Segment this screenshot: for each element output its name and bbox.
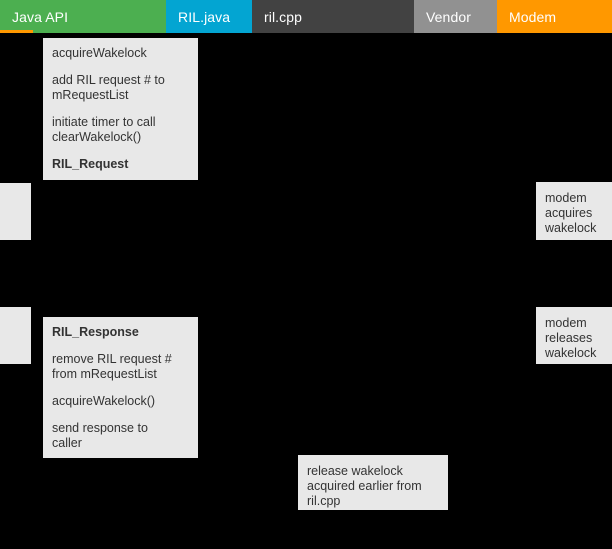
note-title-ril-response: RIL_Response bbox=[52, 325, 139, 339]
note-line: add RIL request # to mRequestList bbox=[52, 73, 165, 102]
note-modem-acquires-wakelock[interactable]: modem acquires wakelock bbox=[536, 182, 612, 240]
note-title-ril-request: RIL_Request bbox=[52, 157, 129, 171]
note-line: release wakelock acquired earlier from r… bbox=[307, 464, 422, 508]
note-line: send response to caller bbox=[52, 421, 148, 450]
lane-header-java-api[interactable]: Java API bbox=[0, 0, 166, 33]
lane-header-ril-java[interactable]: RIL.java bbox=[166, 0, 252, 33]
note-line: remove RIL request # from mRequestList bbox=[52, 352, 172, 381]
lane-label-ril-java: RIL.java bbox=[178, 8, 231, 25]
note-line: initiate timer to call clearWakelock() bbox=[52, 115, 156, 144]
note-clipped-left-upper[interactable] bbox=[0, 183, 31, 240]
lane-label-java-api: Java API bbox=[12, 8, 69, 25]
note-clipped-left-lower[interactable] bbox=[0, 307, 31, 364]
lane-label-ril-cpp: ril.cpp bbox=[264, 8, 303, 25]
active-lane-underline bbox=[0, 30, 33, 33]
note-ril-request[interactable]: acquireWakelock add RIL request # to mRe… bbox=[43, 38, 198, 180]
lane-header-vendor[interactable]: Vendor bbox=[414, 0, 497, 33]
note-line: acquireWakelock() bbox=[52, 394, 156, 408]
lane-label-vendor: Vendor bbox=[426, 8, 471, 25]
note-line: modem releases wakelock bbox=[545, 316, 597, 360]
note-release-wakelock[interactable]: release wakelock acquired earlier from r… bbox=[298, 455, 448, 510]
lane-header-modem[interactable]: Modem bbox=[497, 0, 612, 33]
lane-label-modem: Modem bbox=[509, 8, 557, 25]
note-line: acquireWakelock bbox=[52, 46, 147, 60]
note-ril-response[interactable]: RIL_Response remove RIL request # from m… bbox=[43, 317, 198, 458]
lane-header-ril-cpp[interactable]: ril.cpp bbox=[252, 0, 414, 33]
note-line: modem acquires wakelock bbox=[545, 191, 597, 235]
note-modem-releases-wakelock[interactable]: modem releases wakelock bbox=[536, 307, 612, 364]
